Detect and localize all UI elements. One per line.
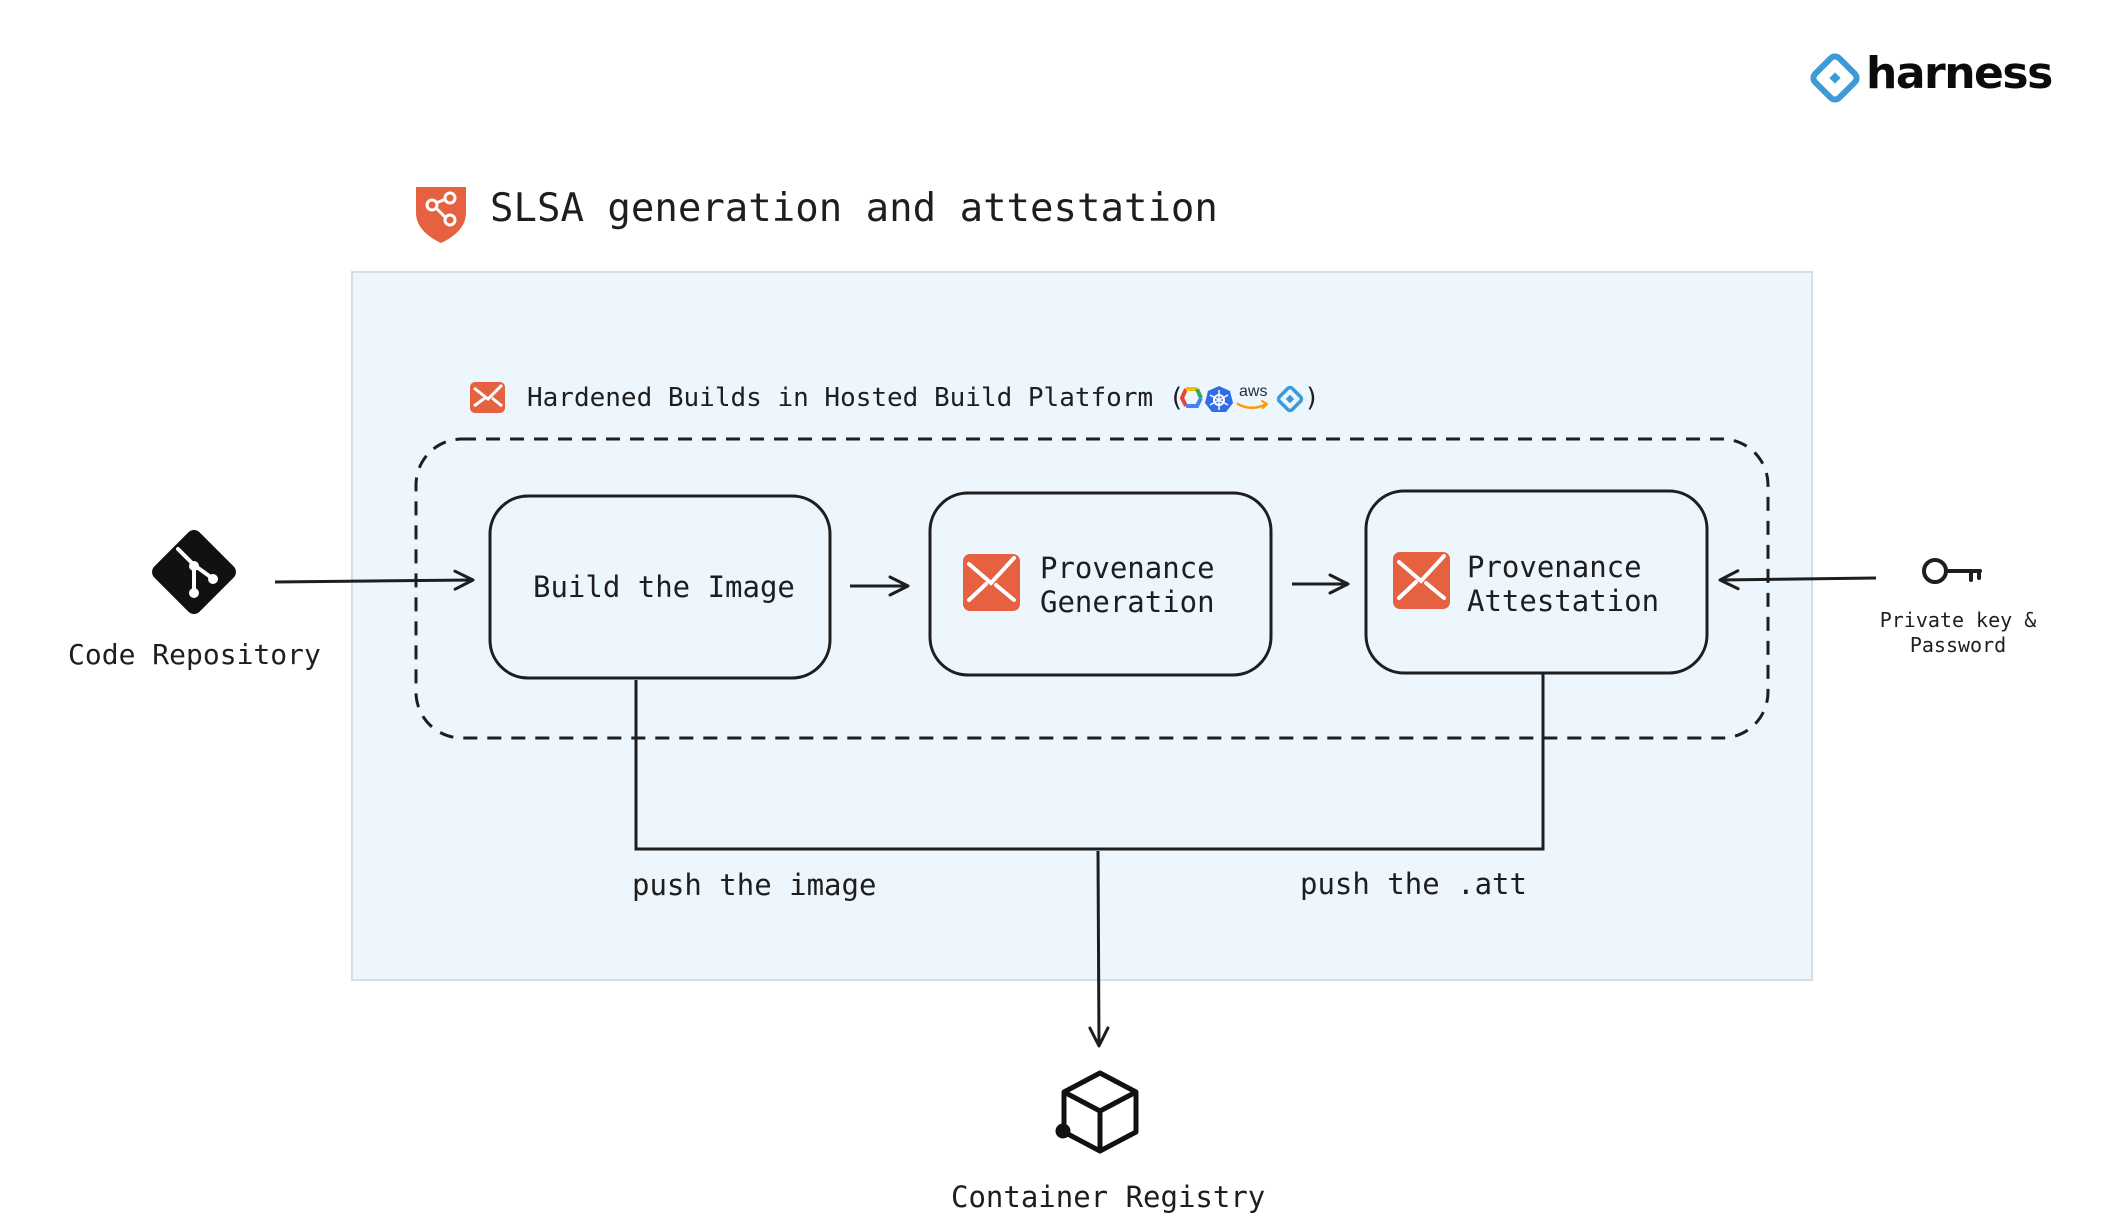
harness-logo-icon — [1810, 53, 1860, 103]
aws-icon-text: aws — [1239, 383, 1268, 400]
key-to-attestation-arrow — [1718, 569, 1877, 591]
aws-icon — [1236, 400, 1269, 409]
provenance-attestation-label: Provenance Attestation — [1467, 550, 1659, 618]
harness-provider-icon — [1276, 385, 1304, 413]
provenance-generation-icon — [963, 554, 1020, 611]
platform-open-paren: ( — [1168, 383, 1185, 413]
code-repository-label: Code Repository — [68, 638, 321, 671]
private-key-line1: Private key & — [1879, 608, 2037, 632]
cube-icon — [1055, 1070, 1139, 1154]
provenance-attestation-box[interactable] — [1364, 489, 1709, 675]
private-key-label: Private key & Password — [1868, 608, 2048, 658]
build-image-label: Build the Image — [533, 570, 795, 604]
provenance-attestation-line2: Attestation — [1467, 584, 1660, 618]
slsa-shield-icon — [416, 187, 466, 243]
push-connector — [634, 673, 1545, 851]
push-image-label: push the image — [632, 868, 877, 902]
hardened-build-boundary — [414, 437, 1770, 740]
platform-close-paren: ) — [1304, 383, 1320, 413]
provenance-generation-label: Provenance Generation — [1040, 551, 1215, 619]
container-registry-label: Container Registry — [951, 1180, 1266, 1214]
git-repository-icon — [152, 530, 236, 614]
platform-label-text: Hardened Builds in Hosted Build Platform — [527, 383, 1154, 413]
provenance-generation-box[interactable] — [928, 491, 1273, 677]
platform-label: Hardened Builds in Hosted Build Platform… — [527, 383, 1184, 413]
registry-arrow — [1088, 850, 1110, 1048]
provenance-generation-line1: Provenance — [1040, 551, 1215, 585]
provenance-attestation-icon — [1393, 552, 1450, 609]
push-att-label: push the .att — [1300, 867, 1527, 901]
key-icon — [1922, 558, 1982, 584]
private-key-line2: Password — [1909, 633, 2007, 657]
build-image-box[interactable] — [488, 494, 832, 680]
harness-logo-text[interactable]: harness — [1866, 48, 2053, 99]
provenance-attestation-line1: Provenance — [1467, 550, 1642, 584]
provenance-generation-line2: Generation — [1040, 585, 1215, 619]
page-title: SLSA generation and attestation — [490, 186, 1218, 231]
platform-envelope-icon — [470, 382, 505, 413]
repo-to-build-arrow — [274, 569, 475, 591]
kubernetes-icon — [1205, 386, 1233, 412]
google-cloud-icon — [1179, 387, 1203, 408]
